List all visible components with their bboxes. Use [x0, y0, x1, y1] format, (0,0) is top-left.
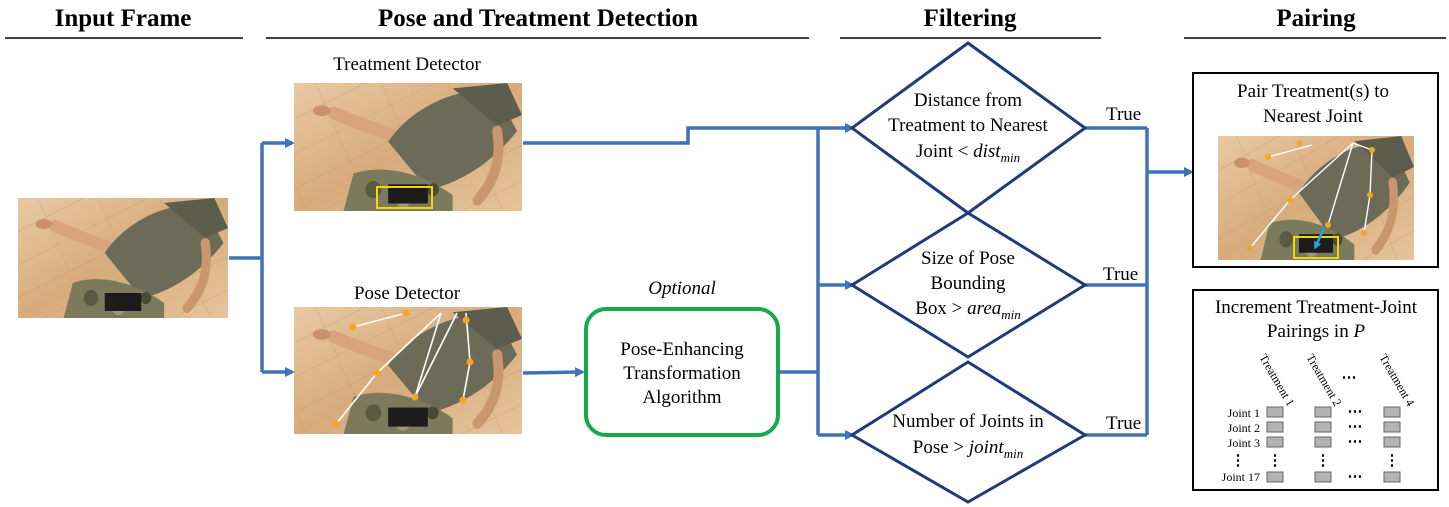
- filter-distance-line-3: Joint < distmin: [916, 141, 1020, 165]
- filter-area-line-2: Bounding: [931, 273, 1006, 294]
- matrix-cell: [1383, 406, 1401, 418]
- pair-line-2: Nearest Joint: [1263, 106, 1363, 127]
- matrix-cell: [1314, 436, 1332, 448]
- pose-detector-label: Pose Detector: [354, 283, 461, 304]
- treatment-detector-label: Treatment Detector: [333, 54, 481, 75]
- row-label-joint-17: Joint 17: [1222, 470, 1260, 484]
- treatment-detector-image: [294, 83, 522, 211]
- filter-area-line-1: Size of Pose: [921, 248, 1015, 269]
- increment-line-2: Pairings in P: [1267, 321, 1366, 342]
- filter-joints-line-1: Number of Joints in: [892, 411, 1044, 432]
- cell-vdots: ⋮: [1316, 453, 1331, 469]
- matrix-cell: [1266, 421, 1284, 433]
- filter-distance-line-2: Treatment to Nearest: [888, 115, 1048, 136]
- cell-ellipsis: ⋯: [1348, 469, 1363, 485]
- column-ellipsis: ⋯: [1342, 370, 1357, 386]
- input-frame-image: [18, 198, 228, 318]
- pose-detector-image: [294, 307, 522, 434]
- matrix-cell: [1383, 421, 1401, 433]
- matrix-cell: [1266, 471, 1284, 483]
- transform-line-2: Transformation: [623, 363, 741, 384]
- cell-ellipsis: ⋯: [1348, 404, 1363, 420]
- true-label-2: True: [1103, 264, 1138, 285]
- header-detection: Pose and Treatment Detection: [378, 5, 698, 32]
- cell-ellipsis: ⋯: [1348, 419, 1363, 435]
- pose-keypoints: [332, 309, 474, 428]
- cell-ellipsis: ⋯: [1348, 434, 1363, 450]
- paired-treatment-box: [1293, 236, 1339, 259]
- header-input-frame: Input Frame: [55, 5, 192, 32]
- filter-joints: Number of Joints in Pose > jointmin: [849, 360, 1088, 504]
- cell-vdots: ⋮: [1268, 453, 1283, 469]
- filter-joints-line-2: Pose > jointmin: [913, 437, 1023, 461]
- filter-distance: Distance from Treatment to Nearest Joint…: [849, 41, 1088, 215]
- pair-line-1: Pair Treatment(s) to: [1237, 81, 1389, 102]
- header-pairing: Pairing: [1276, 5, 1356, 32]
- matrix-cell: [1383, 471, 1401, 483]
- true-label-1: True: [1106, 104, 1141, 125]
- flow-arrows: [229, 123, 1194, 440]
- matrix-cell: [1314, 471, 1332, 483]
- transform-line-1: Pose-Enhancing: [620, 339, 744, 360]
- increment-line-1: Increment Treatment-Joint: [1215, 297, 1418, 318]
- row-ellipsis: ⋮: [1231, 453, 1246, 469]
- matrix-cell: [1314, 421, 1332, 433]
- matrix-cell: [1266, 436, 1284, 448]
- optional-label: Optional: [648, 278, 716, 299]
- treatment-bounding-box: [376, 186, 433, 209]
- matrix-cell: [1314, 406, 1332, 418]
- cell-vdots: ⋮: [1385, 453, 1400, 469]
- true-label-3: True: [1106, 413, 1141, 434]
- filter-area-line-3: Box > areamin: [915, 298, 1021, 322]
- row-label-joint-2: Joint 2: [1228, 421, 1260, 435]
- increment-pairings-box: [1192, 289, 1439, 491]
- pairing-arrow: [1313, 227, 1326, 250]
- transform-line-3: Algorithm: [642, 387, 721, 408]
- pairing-image: [1218, 136, 1414, 260]
- filter-area: Size of Pose Bounding Box > areamin: [849, 211, 1088, 359]
- pose-skeleton: [335, 312, 471, 425]
- header-filtering: Filtering: [923, 5, 1017, 32]
- filter-distance-line-1: Distance from: [914, 90, 1022, 111]
- row-label-joint-3: Joint 3: [1228, 436, 1260, 450]
- row-label-joint-1: Joint 1: [1228, 406, 1260, 420]
- matrix-cell: [1266, 406, 1284, 418]
- matrix-cell: [1383, 436, 1401, 448]
